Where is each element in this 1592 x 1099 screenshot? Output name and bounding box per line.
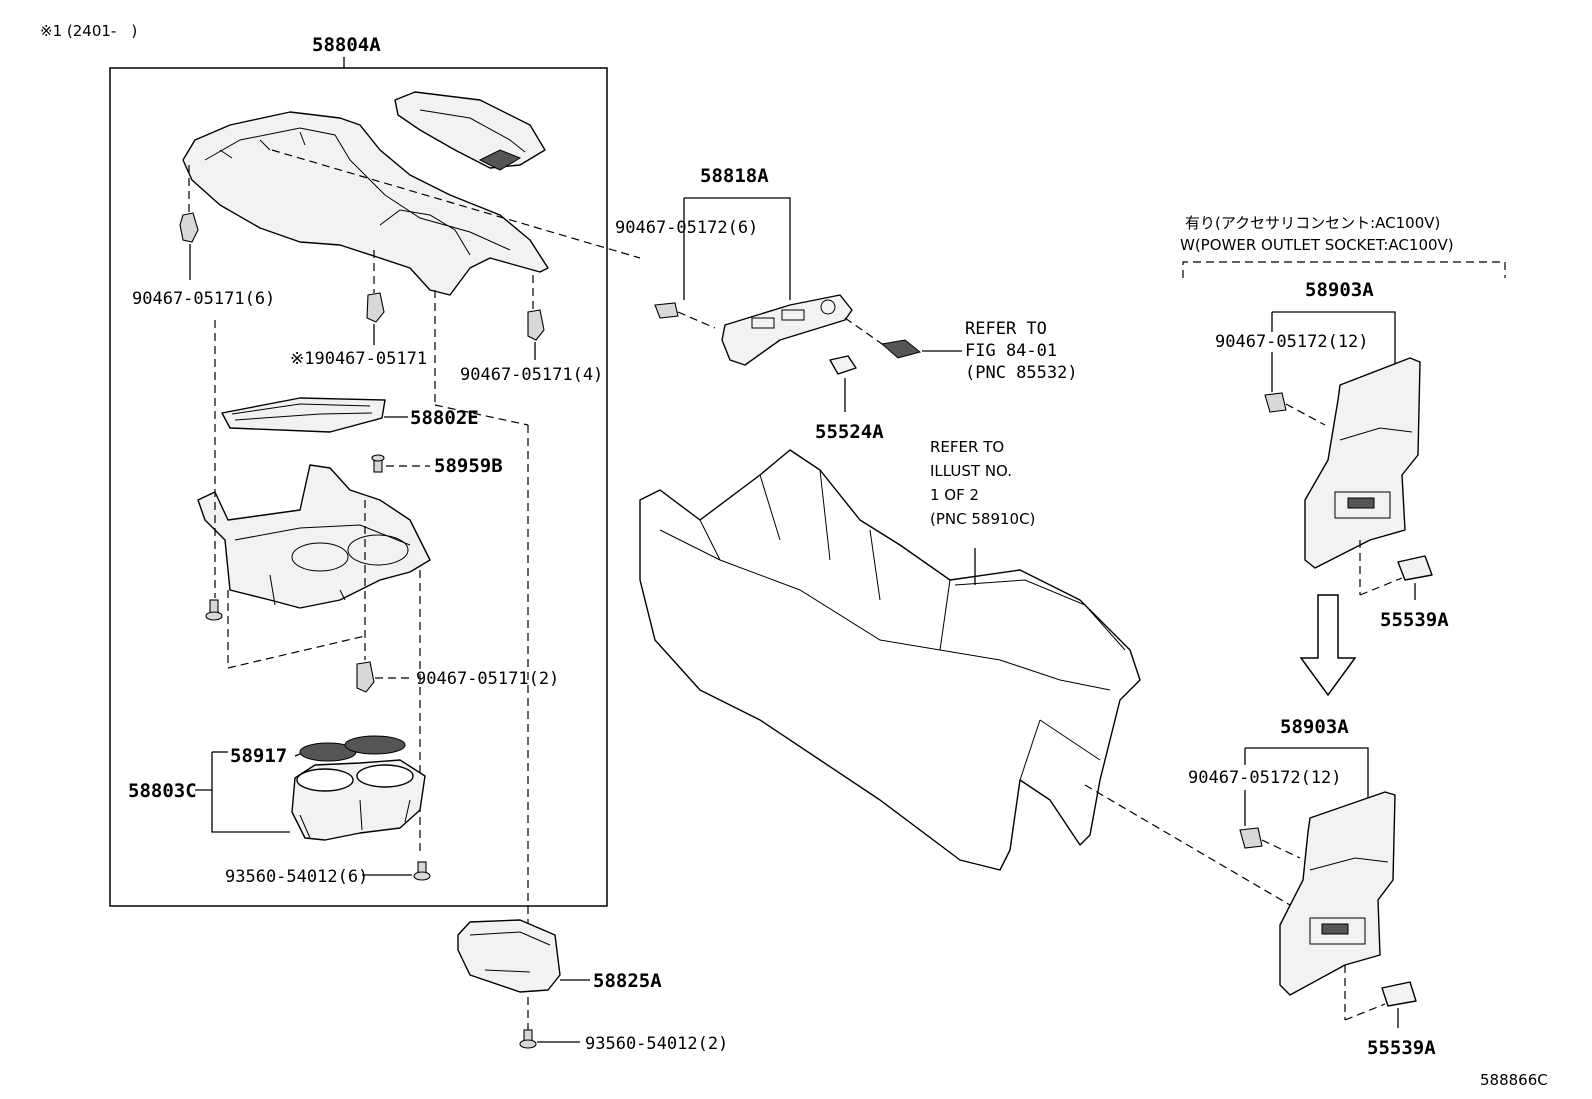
screw-cup-holder [413, 861, 431, 881]
label-clip-6: 90467-05171(6) [132, 289, 275, 309]
label-58804A: 58804A [312, 34, 381, 56]
label-clip-note1: ※190467-05171 [290, 349, 427, 369]
refer-fig-line2: FIG 84-01 [965, 341, 1057, 361]
rear-panel-58903A-top [1304, 357, 1421, 569]
clip-lower [356, 661, 375, 693]
rear-panel-58903A-bottom [1279, 791, 1396, 996]
cup-holder-58803C [291, 759, 426, 841]
cap-55539A-top [1397, 555, 1433, 581]
console-box [197, 464, 431, 609]
screw-box-left [205, 599, 223, 621]
cap-55539A-bottom [1381, 981, 1417, 1007]
cup-holder-mat-58917 [299, 735, 406, 762]
label-clip-2: 90467-05171(2) [416, 669, 559, 689]
assembly-box-58804A [109, 67, 608, 907]
screw-tray [519, 1029, 537, 1049]
screw-58959B [371, 454, 385, 473]
label-clip-05172-12-top: 90467-05172(12) [1215, 332, 1369, 352]
header-note: ※1 (2401- ) [40, 22, 137, 40]
label-screw-2: 93560-54012(2) [585, 1034, 728, 1054]
refer-illust-line4: (PNC 58910C) [930, 510, 1035, 528]
plug-55524A [829, 355, 857, 375]
diagram-code: 588866C [1480, 1071, 1548, 1089]
label-clip-05172-6: 90467-05172(6) [615, 218, 758, 238]
upper-console-panel [182, 111, 549, 296]
label-clip-4: 90467-05171(4) [460, 365, 603, 385]
label-58803C: 58803C [128, 780, 197, 802]
clip-left-upper [179, 212, 199, 243]
label-55539A-top: 55539A [1380, 609, 1449, 631]
tray-58825A [457, 919, 561, 993]
label-58818A: 58818A [700, 165, 769, 187]
option-group-en: W(POWER OUTLET SOCKET:AC100V) [1180, 236, 1454, 254]
label-58903A-bottom: 58903A [1280, 716, 1349, 738]
shift-trim-piece [394, 91, 546, 171]
tray-mat-58802E [221, 397, 386, 433]
clip-rear-top [1264, 392, 1287, 413]
clip-rear-bottom [1239, 827, 1263, 849]
label-screw-6: 93560-54012(6) [225, 867, 368, 887]
refer-illust-line2: ILLUST NO. [930, 462, 1012, 480]
label-clip-05172-12-bottom: 90467-05172(12) [1188, 768, 1342, 788]
label-58917: 58917 [230, 745, 287, 767]
label-55539A-bottom: 55539A [1367, 1037, 1436, 1059]
clip-center [366, 292, 385, 323]
label-58903A-top: 58903A [1305, 279, 1374, 301]
clip-bezel [654, 302, 679, 319]
arrow-down [1299, 594, 1357, 697]
clip-right-upper [527, 309, 545, 341]
option-group-jp: 有り(アクセサリコンセント:AC100V) [1185, 214, 1440, 232]
label-58825A: 58825A [593, 970, 662, 992]
label-58802E: 58802E [410, 407, 479, 429]
refer-fig-line3: (PNC 85532) [965, 363, 1078, 383]
refer-illust-line3: 1 OF 2 [930, 486, 979, 504]
label-58959B: 58959B [434, 455, 503, 477]
refer-fig-line1: REFER TO [965, 319, 1047, 339]
label-55524A: 55524A [815, 421, 884, 443]
refer-illust-line1: REFER TO [930, 438, 1004, 456]
switch-bezel-58818A [721, 294, 853, 366]
switch-connector [880, 339, 922, 359]
center-console-body [639, 449, 1141, 871]
